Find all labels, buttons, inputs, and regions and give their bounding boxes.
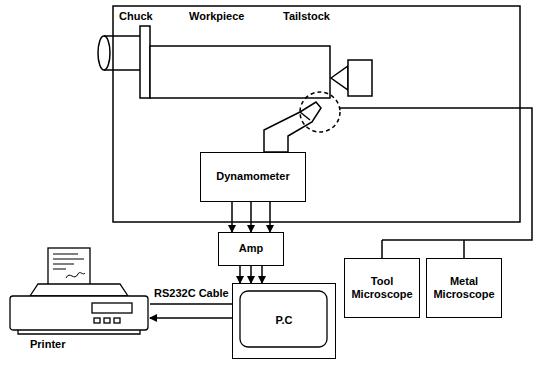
printer-drawing	[8, 246, 150, 336]
cutting-zone-circle	[300, 92, 340, 132]
signal-connector	[250, 202, 252, 232]
computer-box: P.C	[232, 283, 336, 359]
instrument-box: Tool Microscope	[344, 258, 420, 318]
part-label: Workpiece	[188, 10, 245, 23]
signal-connector	[150, 317, 232, 319]
node-text: Dynamometer	[216, 170, 289, 183]
workpiece-bar	[150, 46, 330, 98]
tool-edge	[300, 112, 310, 120]
node-text: P.C	[276, 314, 293, 327]
process-box: Amp	[218, 232, 284, 266]
node-text: Tool Microscope	[349, 275, 415, 301]
node-text: Amp	[239, 242, 263, 255]
instrument-box: Metal Microscope	[426, 258, 502, 318]
part-label: Chuck	[118, 10, 154, 23]
signal-connector	[150, 303, 232, 305]
spindle-end	[98, 36, 110, 70]
signal-connector	[231, 202, 233, 232]
node-text: Metal Microscope	[431, 275, 497, 301]
printer-icon: Printer	[8, 246, 150, 354]
process-box: Dynamometer	[200, 152, 306, 202]
node-text: Printer	[30, 338, 65, 351]
signal-connector	[261, 266, 263, 283]
machine-frame	[113, 6, 520, 222]
tailstock-body	[348, 60, 372, 96]
microscope-wire	[340, 108, 532, 258]
signal-connector	[239, 266, 241, 283]
signal-connector	[269, 202, 271, 232]
part-label: Tailstock	[282, 10, 331, 23]
cable-label: RS232C Cable	[153, 287, 230, 300]
chuck-flange	[140, 26, 150, 98]
signal-connector	[250, 266, 252, 283]
cutting-tool	[264, 102, 321, 152]
tailstock-centre	[331, 66, 348, 90]
